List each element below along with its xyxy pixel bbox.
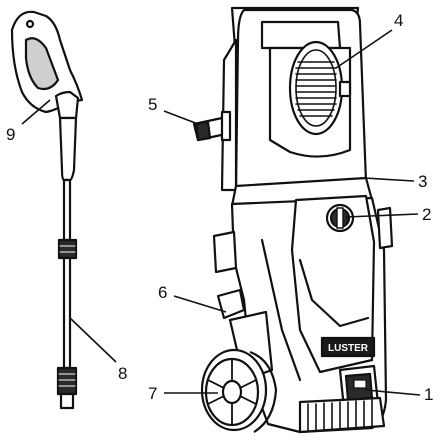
callout-3: 3 (418, 172, 427, 191)
callout-6: 6 (158, 283, 167, 302)
callout-1: 1 (424, 385, 433, 404)
hose-reel-crank (325, 203, 355, 233)
spray-lance-rod (62, 178, 72, 242)
callout-9: 9 (6, 125, 15, 144)
nozzle-holder (192, 110, 232, 142)
trigger-gun-screw (25, 19, 35, 29)
callout-8: 8 (118, 364, 127, 383)
leader-line-5 (163, 110, 199, 125)
trigger-gun-grip (24, 37, 60, 91)
front-contour-line-2 (260, 238, 302, 382)
front-panel (290, 194, 376, 374)
lance-nozzle-fitting (56, 366, 78, 396)
lance-nozzle-tip (59, 392, 75, 410)
leader-line-9 (21, 99, 51, 125)
spray-lance-lower (62, 256, 72, 370)
leader-lines (21, 29, 421, 396)
leader-line-2 (345, 213, 419, 218)
wheel (200, 348, 278, 433)
spray-lance-upper (58, 116, 78, 182)
brand-logo-text: LUSTER (328, 343, 369, 354)
cord-hook (216, 288, 246, 320)
handle-recess (260, 20, 342, 50)
brand-logo: LUSTER (320, 336, 376, 358)
callout-5: 5 (148, 95, 157, 114)
hose-reel (288, 40, 352, 136)
leader-line-6 (173, 295, 227, 313)
leader-line-8 (69, 317, 117, 363)
callout-7: 7 (148, 384, 157, 403)
spray-gun-assembly (10, 10, 84, 410)
front-contour-line (298, 258, 370, 328)
leader-line-4 (335, 29, 393, 69)
callout-labels: 1 2 3 4 5 6 7 8 9 (6, 11, 433, 404)
callout-4: 4 (394, 11, 403, 30)
lance-coupling (57, 238, 78, 260)
leader-line-1 (365, 389, 421, 396)
side-vents (212, 206, 394, 274)
leader-line-3 (363, 177, 415, 182)
base-grille (298, 396, 386, 434)
callout-2: 2 (422, 205, 431, 224)
trigger-gun-neck (54, 90, 80, 120)
